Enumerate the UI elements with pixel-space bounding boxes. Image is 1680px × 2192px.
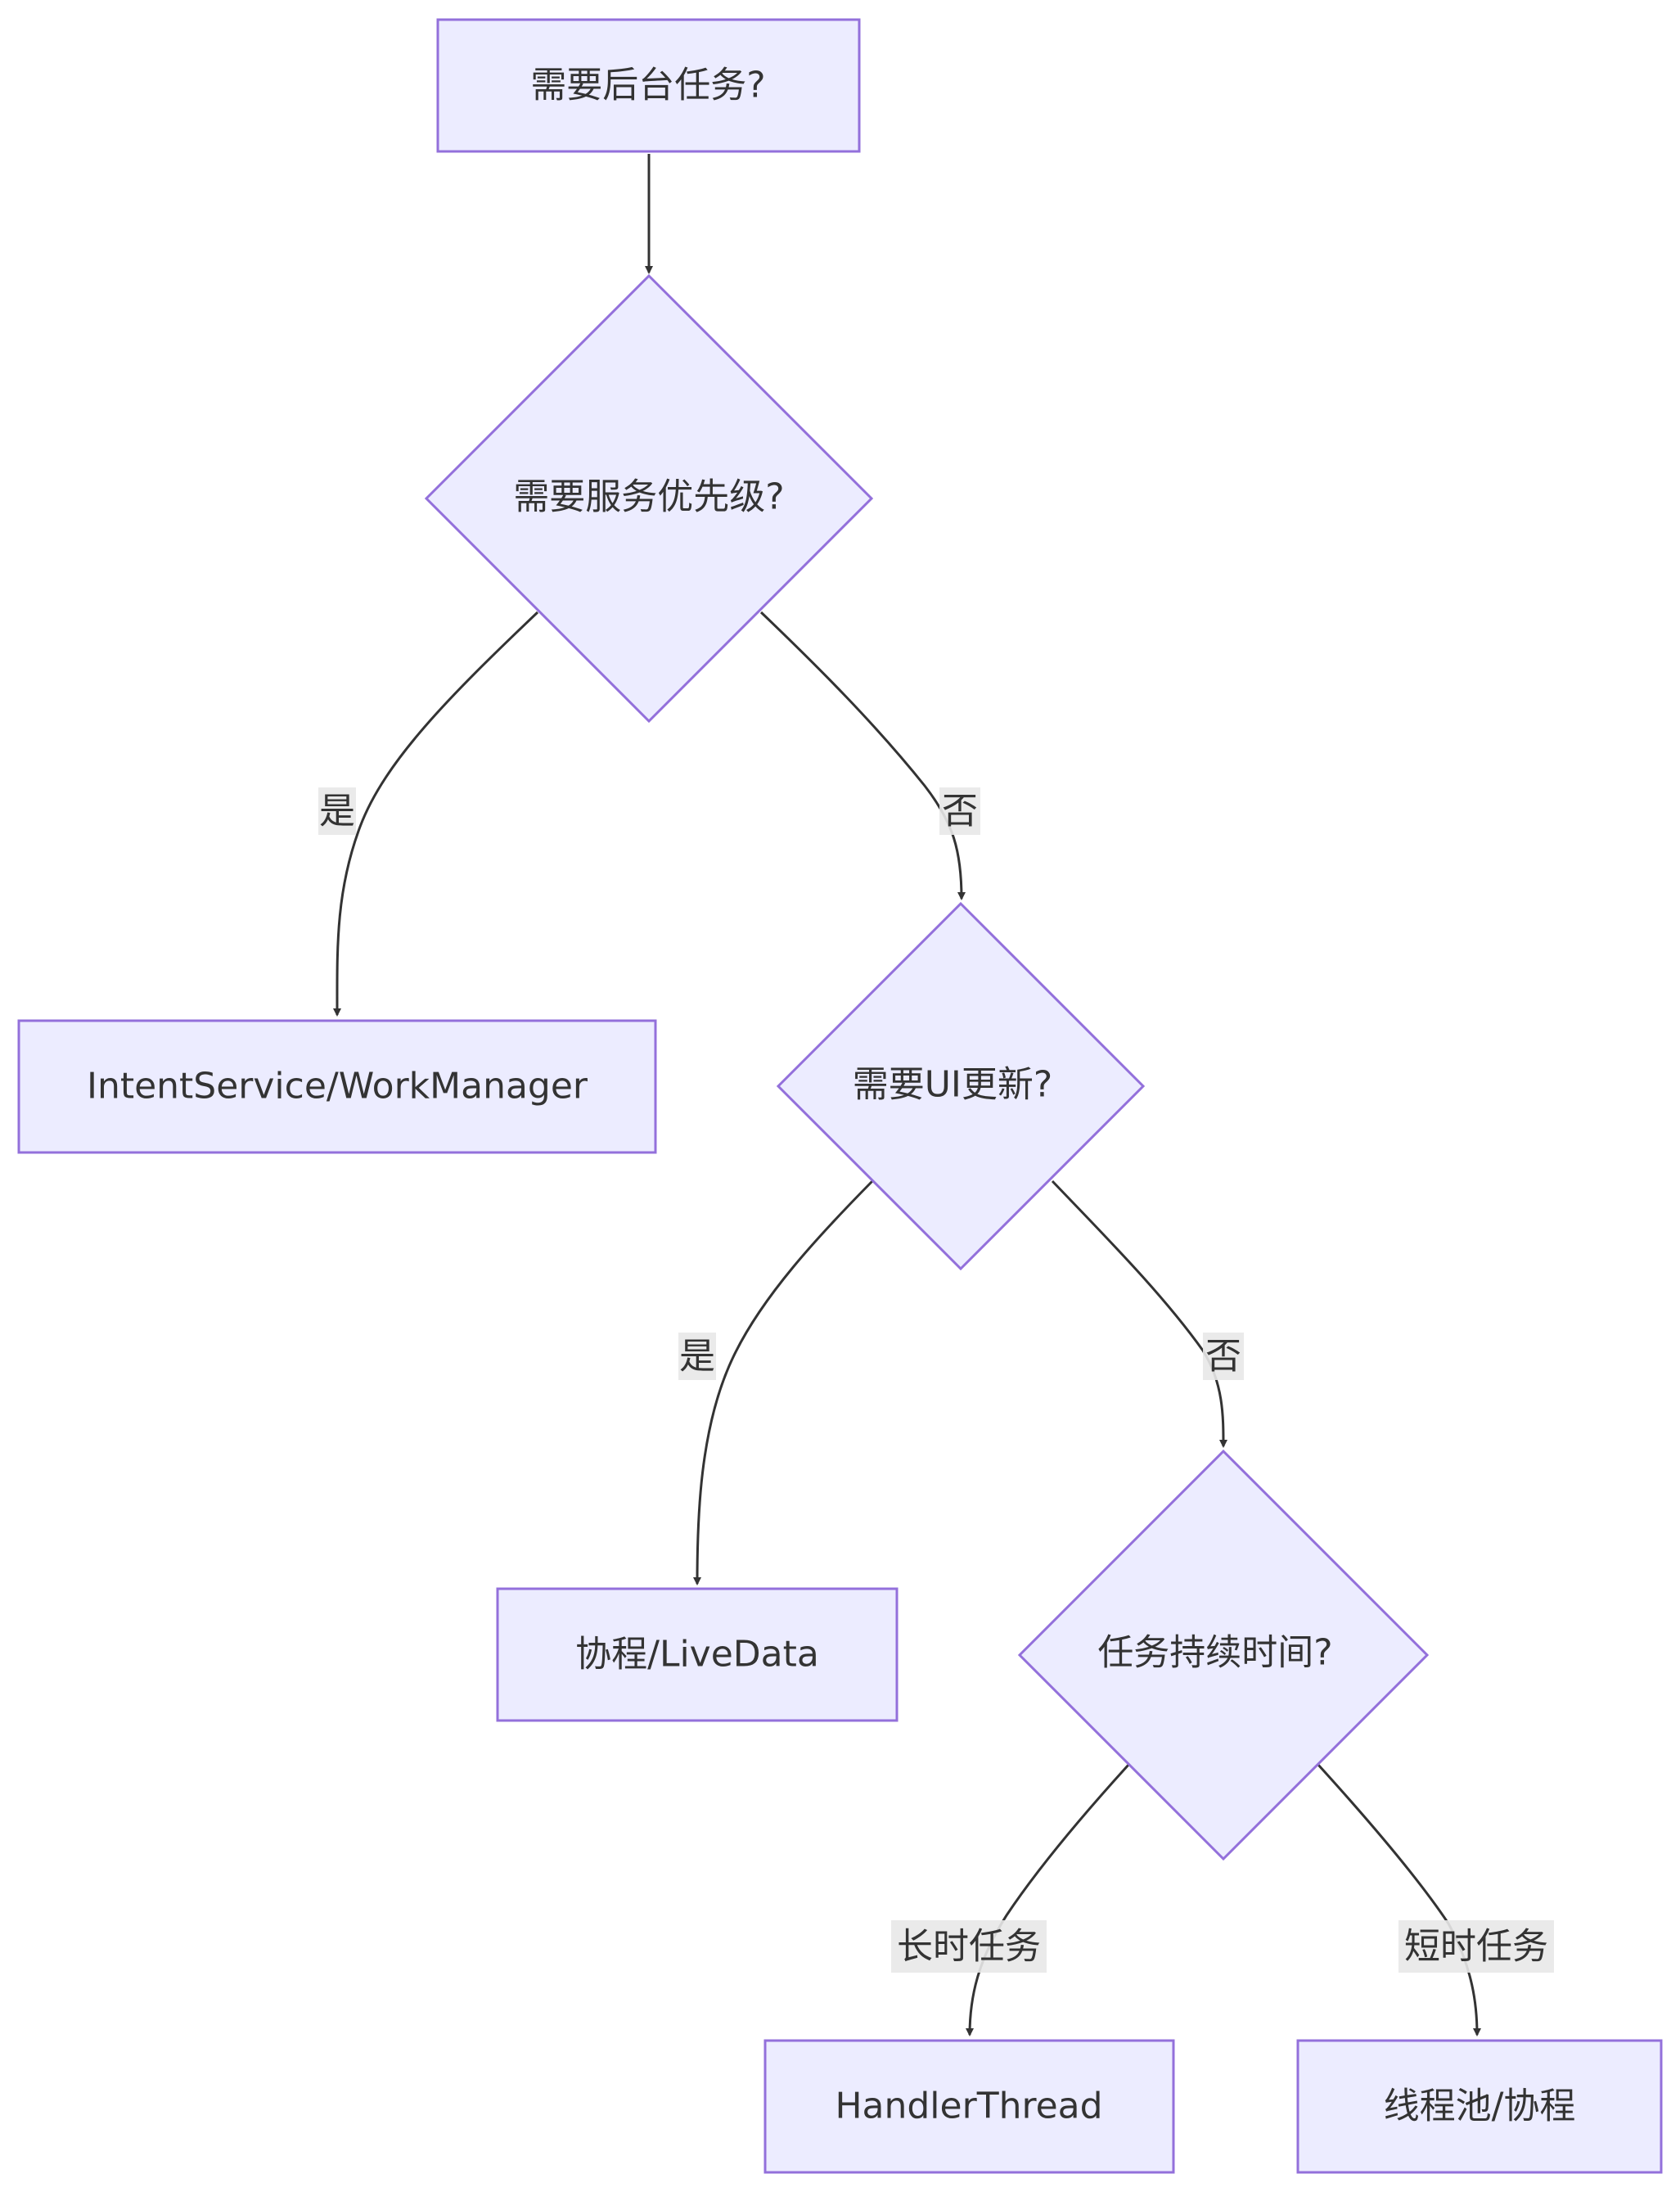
edge-label-duration-short: 短时任务	[1398, 1920, 1554, 1973]
edge-label-priority-no: 否	[939, 787, 980, 835]
edge-duration-long	[966, 1762, 1131, 2036]
node-label: 需要UI更新?	[853, 1064, 1053, 1106]
edge-ui-yes	[693, 1179, 874, 1585]
edge-priority-no	[759, 611, 966, 900]
nodes: 需要后台任务? 需要服务优先级? IntentService/WorkManag…	[17, 18, 1663, 2174]
edge-duration-short	[1316, 1762, 1481, 2036]
edge-label-priority-yes: 是	[318, 787, 356, 835]
node-label: HandlerThread	[835, 2086, 1102, 2127]
edges	[332, 154, 1481, 2036]
node-label: 需要服务优先级?	[513, 476, 784, 518]
edge-label-ui-no: 否	[1203, 1333, 1244, 1380]
node-handler-thread: HandlerThread	[763, 2039, 1175, 2174]
node-label: 任务持续时间?	[1097, 1632, 1332, 1674]
edge-label-text: 是	[679, 1336, 715, 1378]
edge-label-text: 否	[942, 791, 978, 832]
edge-label-text: 否	[1205, 1336, 1241, 1378]
node-intent-service: IntentService/WorkManager	[17, 1019, 657, 1154]
edge-priority-yes	[332, 611, 539, 1017]
node-coroutine-livedata: 协程/LiveData	[496, 1587, 899, 1722]
edge-label-duration-long: 长时任务	[891, 1920, 1047, 1973]
edge-label-text: 短时任务	[1404, 1926, 1548, 1968]
node-label: 协程/LiveData	[575, 1634, 819, 1676]
node-label: 线程池/协程	[1384, 2086, 1576, 2127]
edge-label-text: 长时任务	[897, 1926, 1041, 1968]
node-duration-decision: 任务持续时间?	[1017, 1449, 1430, 1861]
node-ui-decision: 需要UI更新?	[776, 901, 1146, 1271]
node-start: 需要后台任务?	[436, 18, 861, 153]
node-thread-pool: 线程池/协程	[1296, 2039, 1663, 2174]
edge-ui-no	[1051, 1179, 1227, 1448]
edge-labels: 是 否 是 否 长时任务 短时任务	[318, 787, 1554, 1973]
edge-label-text: 是	[319, 791, 355, 832]
node-priority-decision: 需要服务优先级?	[424, 273, 874, 724]
edge-label-ui-yes: 是	[678, 1333, 716, 1380]
node-label: IntentService/WorkManager	[87, 1066, 588, 1107]
node-label: 需要后台任务?	[530, 65, 765, 106]
